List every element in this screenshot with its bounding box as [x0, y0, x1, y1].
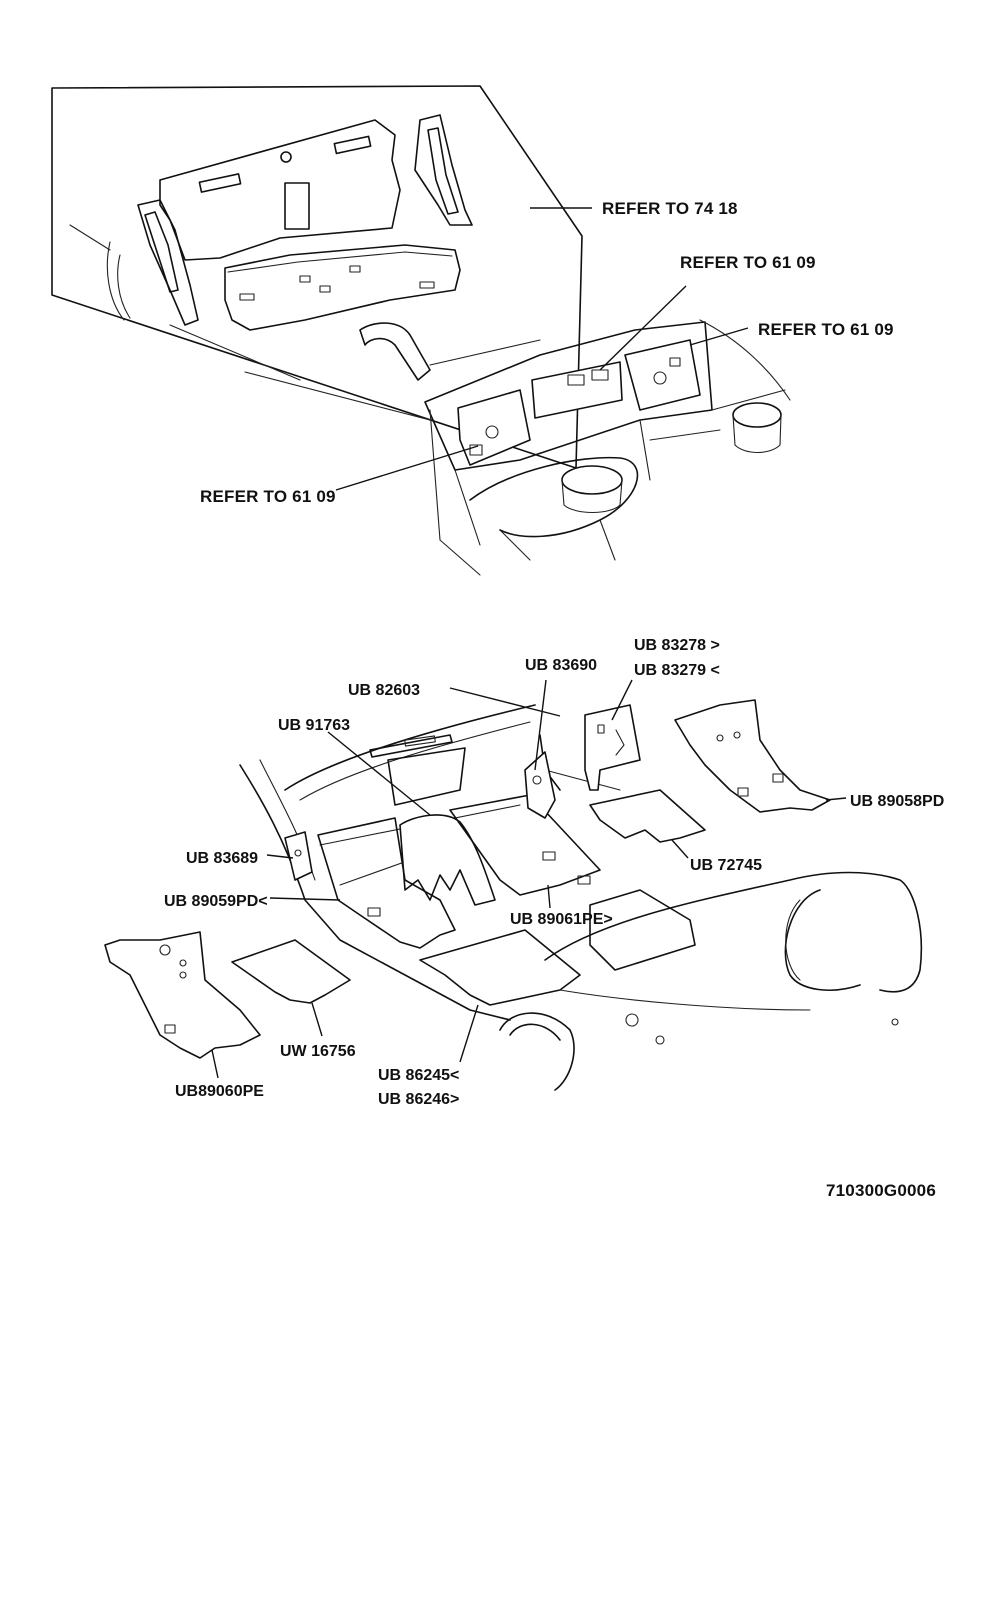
callout-ub-86246: UB 86246> — [378, 1091, 459, 1108]
callout-uw-16756: UW 16756 — [280, 1043, 356, 1060]
ub-72745-part — [589, 789, 706, 843]
transmission-tunnel — [399, 814, 496, 906]
diagram-reference-code: 710300G0006 — [826, 1181, 936, 1200]
left-seat-mount — [561, 465, 623, 495]
callout-refer-61-09-a: REFER TO 61 09 — [680, 253, 816, 272]
callout-ub-86245: UB 86245< — [378, 1067, 459, 1084]
callout-ub-89059pd: UB 89059PD< — [164, 893, 268, 910]
callout-ub-83278: UB 83278 > — [634, 637, 720, 654]
callout-ub-91763: UB 91763 — [278, 717, 350, 734]
right-bulkhead-panel — [624, 339, 701, 411]
ub89060pe-part — [104, 931, 261, 1059]
ub-83690-part — [524, 751, 556, 819]
ub-89058pd-part — [674, 699, 831, 813]
callout-ub-82603: UB 82603 — [348, 682, 420, 699]
center-bulkhead-panel — [531, 361, 623, 419]
boot-floor-tray — [224, 244, 461, 331]
rear-floor-center — [419, 929, 581, 1006]
ub-83278-part — [584, 704, 641, 791]
bottom-illustration — [104, 699, 923, 1091]
ub-89059pd-part — [317, 817, 456, 949]
callout-ub89060pe: UB89060PE — [175, 1083, 264, 1100]
uw-16756-part — [231, 939, 351, 1004]
callout-ub-89058pd: UB 89058PD — [850, 793, 944, 810]
top-illustration — [51, 85, 791, 576]
callout-ub-83689: UB 83689 — [186, 850, 258, 867]
boot-left-trim — [137, 199, 199, 326]
callout-refer-61-09-b: REFER TO 61 09 — [758, 320, 894, 339]
boot-right-trim — [414, 114, 473, 226]
callout-ub-83279: UB 83279 < — [634, 662, 720, 679]
ub-82603-part — [369, 734, 453, 758]
rear-floor-right — [589, 889, 696, 971]
callout-refer-61-09-c: REFER TO 61 09 — [200, 487, 336, 506]
callout-ub-89061pe: UB 89061PE> — [510, 911, 613, 928]
callout-ub-72745: UB 72745 — [690, 857, 762, 874]
callout-ub-83690: UB 83690 — [525, 657, 597, 674]
callout-refer-74-18: REFER TO 74 18 — [602, 199, 738, 218]
right-seat-mount — [732, 402, 782, 428]
